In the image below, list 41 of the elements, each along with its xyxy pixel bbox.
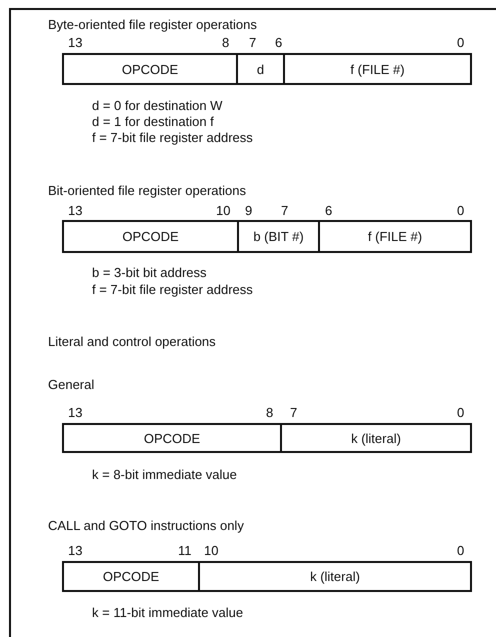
bit-number: 13 [68, 543, 82, 558]
bit-number: 7 [290, 405, 298, 420]
bit-number: 6 [275, 35, 282, 50]
bit-field: OPCODE [62, 423, 282, 453]
field-note: k = 11-bit immediate value [92, 605, 244, 620]
section-heading: Bit-oriented file register operations [48, 183, 246, 198]
bit-field: k (literal) [280, 423, 472, 453]
bit-number: 7 [281, 203, 288, 218]
bit-number: 7 [249, 35, 256, 50]
bit-number: 9 [245, 203, 252, 218]
bit-number: 8 [222, 35, 230, 50]
bit-number: 13 [68, 405, 82, 420]
bit-field: f (FILE #) [318, 220, 472, 253]
bit-number: 6 [325, 203, 332, 218]
bit-field: OPCODE [62, 220, 239, 253]
bit-field: k (literal) [198, 561, 472, 592]
bit-field: d [236, 53, 285, 85]
field-note: f = 7-bit file register address [92, 282, 253, 297]
bit-number: 10 [216, 203, 230, 218]
bit-number: 10 [204, 543, 218, 558]
field-note: d = 1 for destination f [92, 114, 214, 129]
bit-field: b (BIT #) [237, 220, 320, 253]
bit-number: 0 [457, 203, 464, 218]
bit-number: 13 [68, 35, 82, 50]
section-heading: Literal and control operations [48, 334, 216, 349]
bit-number: 13 [68, 203, 82, 218]
bit-field: OPCODE [62, 561, 200, 592]
bit-number: 0 [457, 35, 464, 50]
field-note: d = 0 for destination W [92, 98, 222, 113]
field-note: b = 3-bit bit address [92, 265, 207, 280]
section-heading: Byte-oriented file register operations [48, 17, 257, 32]
bit-number: 0 [457, 543, 464, 558]
bit-field: OPCODE [62, 53, 238, 85]
bit-number: 0 [457, 405, 464, 420]
field-note: k = 8-bit immediate value [92, 467, 237, 482]
section-heading: General [48, 377, 94, 392]
section-heading: CALL and GOTO instructions only [48, 518, 244, 533]
bit-field: f (FILE #) [283, 53, 472, 85]
field-note: f = 7-bit file register address [92, 130, 253, 145]
bit-number: 8 [266, 405, 274, 420]
bit-number: 11 [178, 543, 192, 558]
